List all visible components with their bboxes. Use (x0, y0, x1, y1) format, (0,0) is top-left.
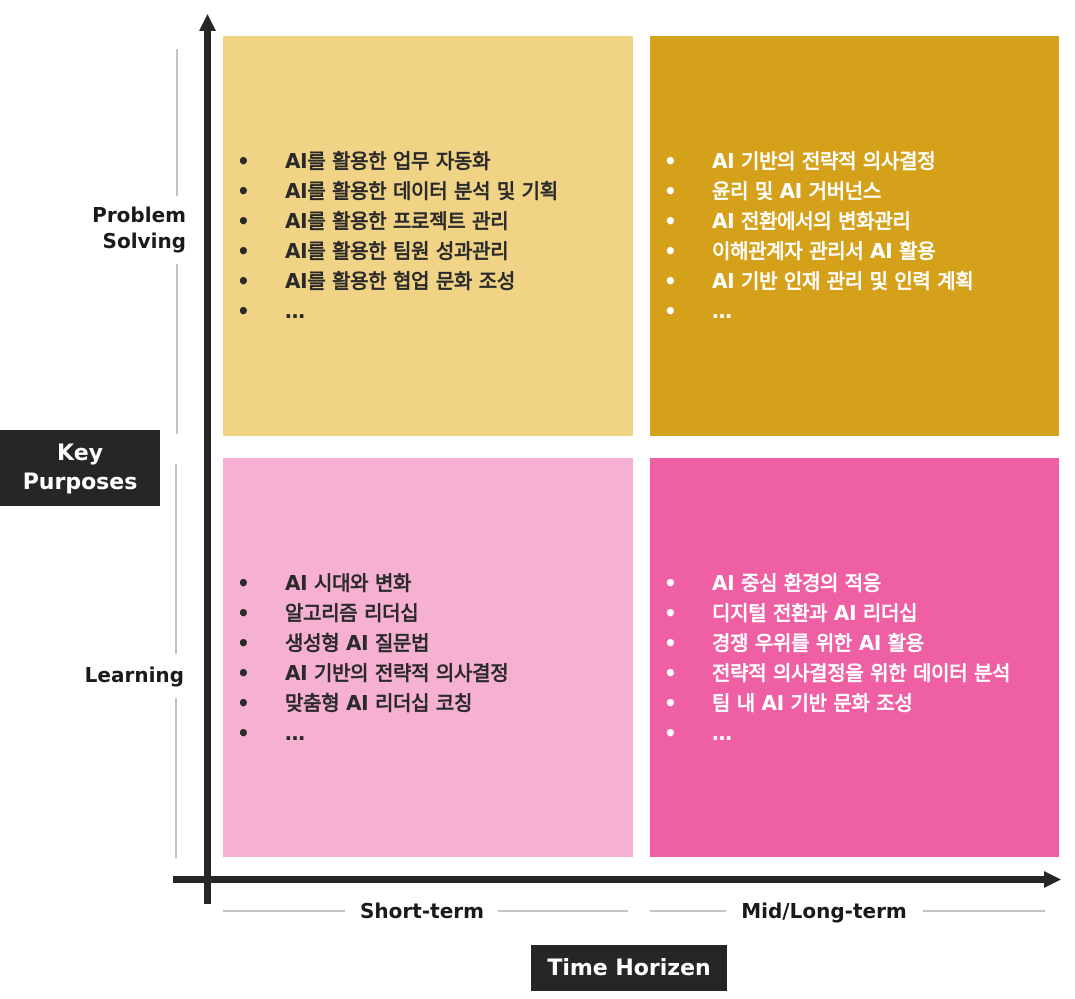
quadrant-problem-solving-short-term: •AI를 활용한 업무 자동화 •AI를 활용한 데이터 분석 및 기획 •AI… (223, 36, 633, 436)
list-item: •팀 내 AI 기반 문화 조성 (664, 688, 1039, 718)
bullet-icon: • (237, 720, 250, 745)
x-guide-line-short-term-right (498, 910, 628, 912)
list-item: •생성형 AI 질문법 (237, 628, 633, 658)
quadrant-learning-short-term: •AI 시대와 변화 •알고리즘 리더십 •생성형 AI 질문법 •AI 기반의… (223, 458, 633, 857)
x-label-mid-long-term: Mid/Long-term (730, 898, 918, 924)
list-item: •맞춤형 AI 리더십 코칭 (237, 688, 633, 718)
bullet-icon: • (237, 209, 250, 233)
bullet-icon: • (664, 179, 677, 203)
bullet-icon: • (664, 570, 677, 595)
y-axis-title-box: Key Purposes (0, 430, 160, 506)
list-item: •AI 전환에서의 변화관리 (664, 206, 1059, 236)
y-guide-line-learning-top (175, 464, 177, 654)
list-item: •AI를 활용한 협업 문화 조성 (237, 266, 633, 296)
bullet-icon: • (237, 660, 250, 685)
x-guide-line-mid-long-term-right (923, 910, 1045, 912)
list-item: •… (664, 296, 1059, 326)
y-guide-line-problem-solving-bottom (176, 264, 178, 434)
x-label-short-term: Short-term (352, 898, 492, 924)
bullet-icon: • (237, 600, 250, 625)
bullet-icon: • (664, 720, 677, 745)
list-item: •AI를 활용한 업무 자동화 (237, 146, 633, 176)
quadrant-item-list: •AI 중심 환경의 적응 •디지털 전환과 AI 리더십 •경쟁 우위를 위한… (650, 568, 1059, 748)
list-item: •알고리즘 리더십 (237, 598, 633, 628)
list-item: •이해관계자 관리서 AI 활용 (664, 236, 1059, 266)
y-guide-line-problem-solving-top (176, 49, 178, 196)
quadrant-item-list: •AI 시대와 변화 •알고리즘 리더십 •생성형 AI 질문법 •AI 기반의… (223, 568, 633, 748)
list-item: •경쟁 우위를 위한 AI 활용 (664, 628, 1039, 658)
bullet-icon: • (664, 239, 677, 263)
bullet-icon: • (237, 690, 250, 715)
bullet-icon: • (237, 570, 250, 595)
bullet-icon: • (237, 299, 250, 323)
quadrant-item-list: •AI를 활용한 업무 자동화 •AI를 활용한 데이터 분석 및 기획 •AI… (223, 146, 633, 326)
x-axis-title-box: Time Horizen (531, 945, 727, 991)
bullet-icon: • (664, 630, 677, 655)
y-label-learning: Learning (70, 662, 184, 688)
quadrant-item-list: •AI 기반의 전략적 의사결정 •윤리 및 AI 거버넌스 •AI 전환에서의… (650, 146, 1059, 326)
bullet-icon: • (664, 600, 677, 625)
y-guide-line-learning-bottom (175, 698, 177, 858)
x-axis-arrow (173, 871, 1061, 888)
bullet-icon: • (237, 149, 250, 173)
list-item: •… (237, 718, 633, 748)
bullet-icon: • (237, 630, 250, 655)
list-item: •전략적 의사결정을 위한 데이터 분석 (664, 658, 1012, 688)
bullet-icon: • (664, 690, 677, 715)
x-guide-line-mid-long-term-left (650, 910, 726, 912)
list-item: •AI 기반의 전략적 의사결정 (237, 658, 633, 688)
x-guide-line-short-term-left (223, 910, 345, 912)
list-item: •AI를 활용한 팀원 성과관리 (237, 236, 633, 266)
list-item: •윤리 및 AI 거버넌스 (664, 176, 1059, 206)
bullet-icon: • (237, 239, 250, 263)
list-item: •… (237, 296, 633, 326)
list-item: •AI 기반의 전략적 의사결정 (664, 146, 1059, 176)
bullet-icon: • (237, 269, 250, 293)
list-item: •AI 중심 환경의 적응 (664, 568, 1039, 598)
list-item: •AI 시대와 변화 (237, 568, 633, 598)
list-item: •… (664, 718, 1039, 748)
list-item: •AI를 활용한 프로젝트 관리 (237, 206, 633, 236)
quadrant-learning-mid-long-term: •AI 중심 환경의 적응 •디지털 전환과 AI 리더십 •경쟁 우위를 위한… (650, 458, 1059, 857)
list-item: •디지털 전환과 AI 리더십 (664, 598, 1039, 628)
bullet-icon: • (664, 149, 677, 173)
y-axis-arrow (199, 14, 216, 904)
bullet-icon: • (664, 209, 677, 233)
quadrant-problem-solving-mid-long-term: •AI 기반의 전략적 의사결정 •윤리 및 AI 거버넌스 •AI 전환에서의… (650, 36, 1059, 436)
bullet-icon: • (664, 660, 677, 685)
bullet-icon: • (664, 299, 677, 323)
list-item: •AI를 활용한 데이터 분석 및 기획 (237, 176, 633, 206)
y-label-problem-solving: Problem Solving (80, 202, 186, 254)
bullet-icon: • (664, 269, 677, 293)
list-item: •AI 기반 인재 관리 및 인력 계획 (664, 266, 1059, 296)
bullet-icon: • (237, 179, 250, 203)
